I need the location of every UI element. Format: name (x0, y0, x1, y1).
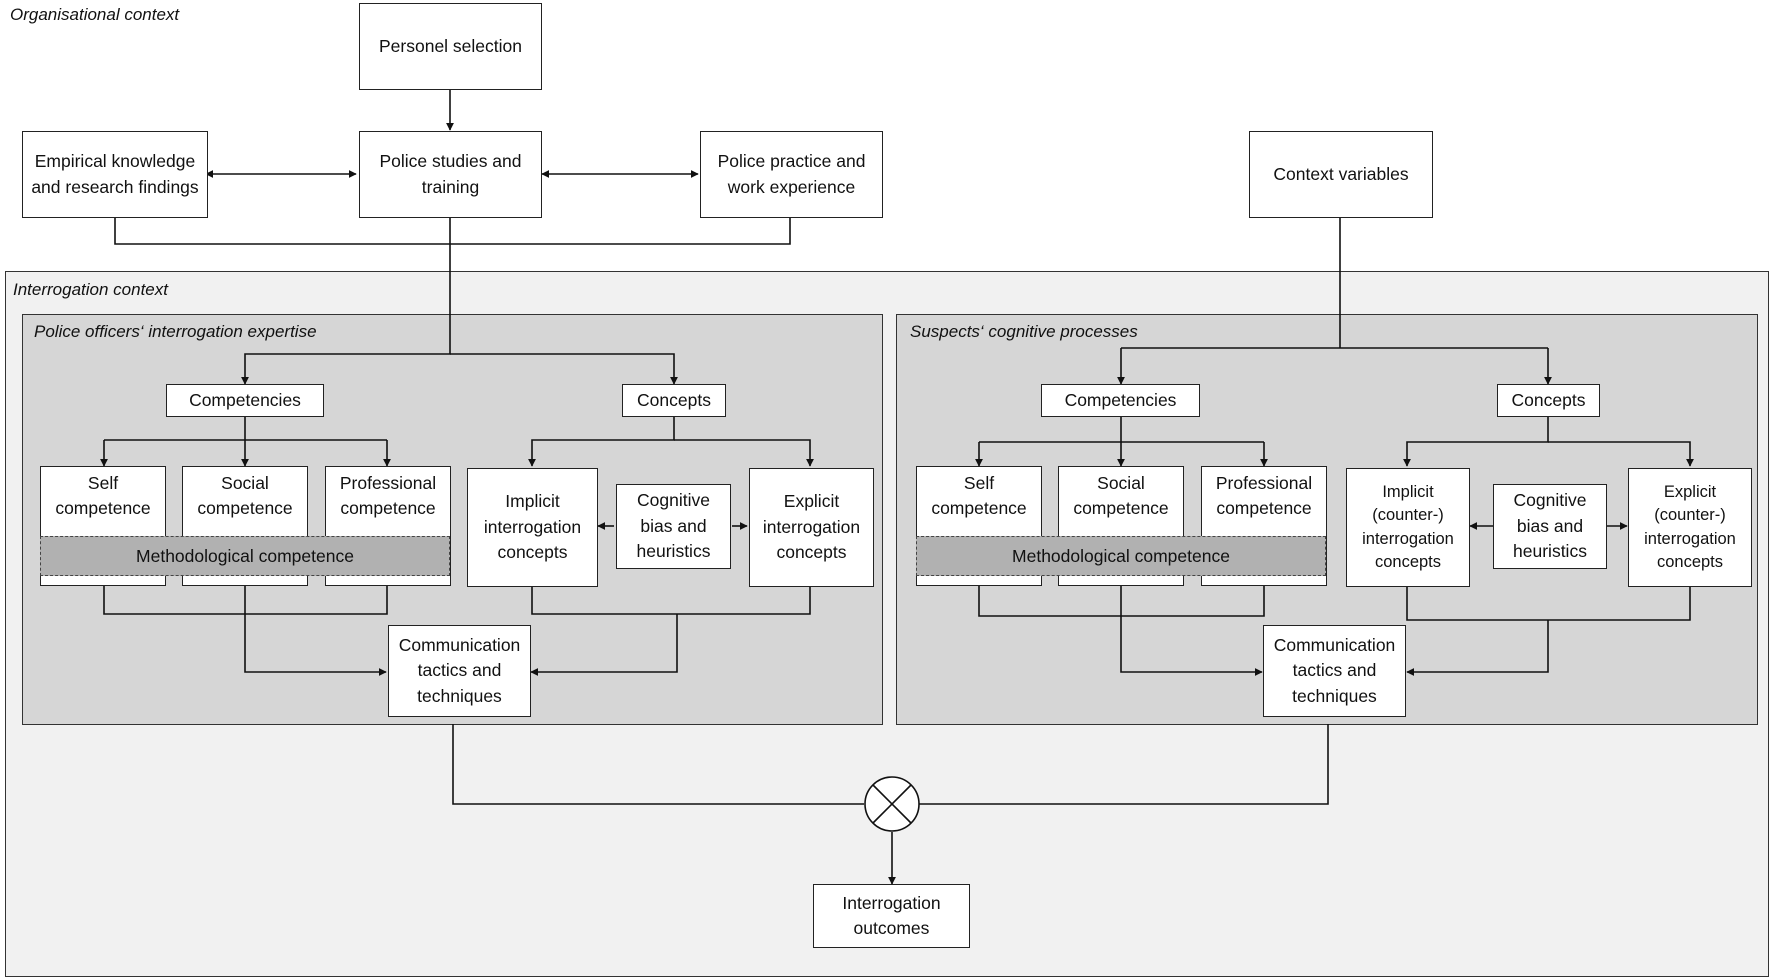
officers-explicit-concepts-box: Explicit interrogation concepts (749, 468, 874, 587)
officers-cognitive-bias-box: Cognitive bias and heuristics (616, 484, 731, 569)
officers-competencies-box: Competencies (166, 384, 324, 417)
suspects-implicit-concepts-box: Implicit (counter-) interrogation concep… (1346, 468, 1470, 587)
suspects-explicit-concepts-box: Explicit (counter-) interrogation concep… (1628, 468, 1752, 587)
police-practice-box: Police practice and work experience (700, 131, 883, 218)
officers-communication-box: Communication tactics and techniques (388, 625, 531, 717)
interrogation-outcomes-box: Interrogation outcomes (813, 884, 970, 948)
personnel-selection-box: Personel selection (359, 3, 542, 90)
interrogation-context-label: Interrogation context (13, 280, 168, 299)
combination-node-icon (864, 776, 920, 832)
officers-implicit-concepts-box: Implicit interrogation concepts (467, 468, 598, 587)
officers-concepts-box: Concepts (622, 384, 726, 417)
suspects-methodological-competence-bar: Methodological competence (916, 536, 1326, 576)
officers-expertise-label: Police officers‘ interrogation expertise (34, 322, 317, 341)
suspects-processes-label: Suspects‘ cognitive processes (910, 322, 1138, 341)
organisational-context-label: Organisational context (10, 5, 180, 24)
police-studies-box: Police studies and training (359, 131, 542, 218)
suspects-cognitive-bias-box: Cognitive bias and heuristics (1493, 484, 1607, 569)
suspects-communication-box: Communication tactics and techniques (1263, 625, 1406, 717)
officers-methodological-competence-bar: Methodological competence (40, 536, 450, 576)
context-variables-box: Context variables (1249, 131, 1433, 218)
suspects-competencies-box: Competencies (1041, 384, 1200, 417)
empirical-knowledge-box: Empirical knowledge and research finding… (22, 131, 208, 218)
suspects-concepts-box: Concepts (1497, 384, 1600, 417)
